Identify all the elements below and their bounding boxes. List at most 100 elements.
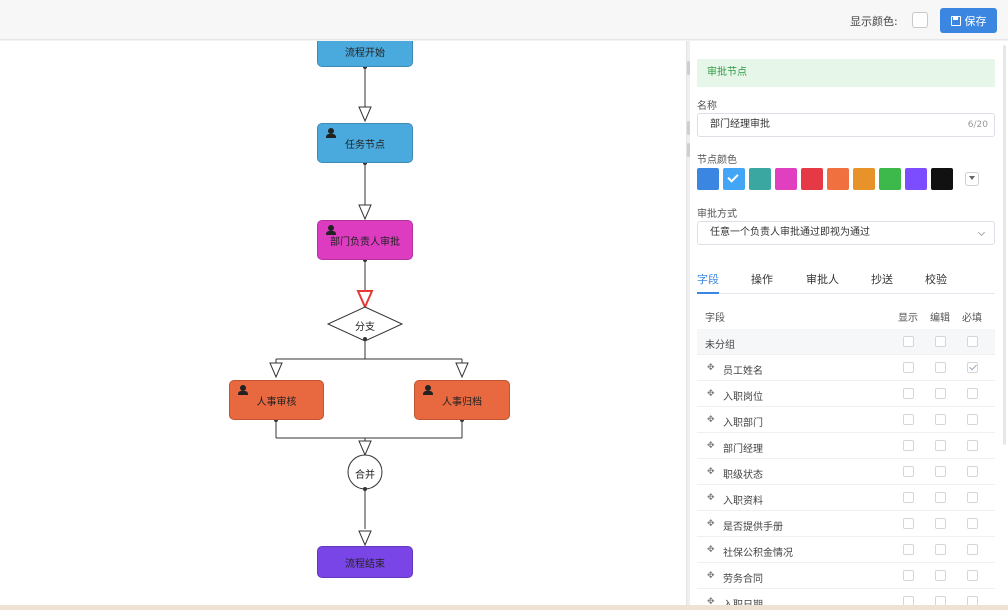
more-colors-button[interactable] <box>965 172 979 186</box>
edit-checkbox[interactable] <box>935 440 946 451</box>
show-checkbox[interactable] <box>903 388 914 399</box>
name-char-count: 6/20 <box>967 120 988 130</box>
edit-checkbox[interactable] <box>935 570 946 581</box>
port-dot <box>363 487 367 491</box>
node-start[interactable]: 流程开始 <box>317 41 413 67</box>
color-swatch[interactable] <box>723 168 745 190</box>
table-row: ✥ 社保公积金情况 <box>697 537 995 563</box>
splitter-grip[interactable] <box>687 61 690 75</box>
merge-label: 合并 <box>355 470 375 481</box>
splitter-grip[interactable] <box>687 143 690 157</box>
required-checkbox[interactable] <box>967 362 978 373</box>
drag-handle-icon[interactable]: ✥ <box>707 493 715 503</box>
edit-checkbox[interactable] <box>935 336 946 347</box>
show-color-checkbox[interactable] <box>912 12 928 28</box>
drag-handle-icon[interactable]: ✥ <box>707 441 715 451</box>
color-swatch[interactable] <box>775 168 797 190</box>
tab-validation[interactable]: 校验 <box>925 273 947 286</box>
edit-checkbox[interactable] <box>935 518 946 529</box>
port-dot <box>363 337 367 341</box>
tab-fields[interactable]: 字段 <box>697 273 719 286</box>
field-label: 入职资料 <box>723 496 763 507</box>
panel-scrollbar[interactable] <box>1003 45 1006 445</box>
required-checkbox[interactable] <box>967 544 978 555</box>
save-icon <box>950 15 961 26</box>
edit-checkbox[interactable] <box>935 414 946 425</box>
splitter-grip[interactable] <box>687 121 690 135</box>
node-dept-head-label: 部门负责人审批 <box>330 236 400 248</box>
node-dept-head[interactable]: 部门负责人审批 <box>317 220 413 260</box>
tab-approvers[interactable]: 审批人 <box>806 273 839 286</box>
required-checkbox[interactable] <box>967 596 978 605</box>
table-row: ✥员工姓名 <box>697 355 995 381</box>
drag-handle-icon[interactable]: ✥ <box>707 571 715 581</box>
table-row: ✥职级状态 <box>697 459 995 485</box>
show-checkbox[interactable] <box>903 414 914 425</box>
user-icon <box>326 128 336 138</box>
show-checkbox[interactable] <box>903 466 914 477</box>
color-swatch[interactable] <box>879 168 901 190</box>
check-icon <box>727 171 739 183</box>
edit-checkbox[interactable] <box>935 596 946 605</box>
approval-mode-select[interactable]: 任意一个负责人审批通过即视为通过 <box>697 221 995 245</box>
show-checkbox[interactable] <box>903 596 914 605</box>
drag-handle-icon[interactable]: ✥ <box>707 597 715 605</box>
required-checkbox[interactable] <box>967 492 978 503</box>
drag-handle-icon[interactable]: ✥ <box>707 519 715 529</box>
node-hr-archive[interactable]: 人事归档 <box>414 380 510 420</box>
col-required: 必填 <box>962 313 982 324</box>
show-checkbox[interactable] <box>903 336 914 347</box>
panel-splitter[interactable] <box>686 41 690 605</box>
required-checkbox[interactable] <box>967 466 978 477</box>
node-hr-review-label: 人事审核 <box>256 396 297 408</box>
drag-handle-icon[interactable]: ✥ <box>707 467 715 477</box>
required-checkbox[interactable] <box>967 440 978 451</box>
show-checkbox[interactable] <box>903 544 914 555</box>
color-swatch[interactable] <box>905 168 927 190</box>
drag-handle-icon[interactable]: ✥ <box>707 389 715 399</box>
color-swatch[interactable] <box>749 168 771 190</box>
fields-table-header: 字段 显示 编辑 必填 <box>697 303 995 327</box>
edit-checkbox[interactable] <box>935 388 946 399</box>
node-end[interactable]: 流程结束 <box>317 546 413 578</box>
required-checkbox[interactable] <box>967 518 978 529</box>
name-input[interactable]: 部门经理审批 6/20 <box>697 113 995 137</box>
edit-checkbox[interactable] <box>935 544 946 555</box>
tab-cc[interactable]: 抄送 <box>871 273 893 286</box>
col-edit: 编辑 <box>930 313 950 324</box>
edit-checkbox[interactable] <box>935 362 946 373</box>
table-row: ✥入职部门 <box>697 407 995 433</box>
drag-handle-icon[interactable]: ✥ <box>707 415 715 425</box>
col-field: 字段 <box>705 313 725 324</box>
property-tabs: 字段 操作 审批人 抄送 校验 <box>697 267 995 294</box>
node-task[interactable]: 任务节点 <box>317 123 413 163</box>
drag-handle-icon[interactable]: ✥ <box>707 363 715 373</box>
field-label: 社保公积金情况 <box>723 548 793 559</box>
field-label: 部门经理 <box>723 444 763 455</box>
required-checkbox[interactable] <box>967 336 978 347</box>
color-swatch[interactable] <box>801 168 823 190</box>
save-button[interactable]: 保存 <box>940 8 997 33</box>
required-checkbox[interactable] <box>967 388 978 399</box>
show-checkbox[interactable] <box>903 570 914 581</box>
edit-checkbox[interactable] <box>935 466 946 477</box>
required-checkbox[interactable] <box>967 570 978 581</box>
color-swatch[interactable] <box>931 168 953 190</box>
color-swatch[interactable] <box>853 168 875 190</box>
flow-canvas[interactable]: 流程开始 任务节点 部门负责人审批 分支 人事审核 人事归档 合并 流程结束 <box>0 41 686 605</box>
show-checkbox[interactable] <box>903 518 914 529</box>
color-swatch[interactable] <box>697 168 719 190</box>
required-checkbox[interactable] <box>967 414 978 425</box>
show-checkbox[interactable] <box>903 362 914 373</box>
arrow-head-dept <box>358 204 372 221</box>
drag-handle-icon[interactable]: ✥ <box>707 545 715 555</box>
show-checkbox[interactable] <box>903 440 914 451</box>
color-swatch[interactable] <box>827 168 849 190</box>
show-checkbox[interactable] <box>903 492 914 503</box>
node-hr-review[interactable]: 人事审核 <box>229 380 324 420</box>
edit-checkbox[interactable] <box>935 492 946 503</box>
name-input-value: 部门经理审批 <box>710 119 770 130</box>
tab-operations[interactable]: 操作 <box>751 273 773 286</box>
chevron-down-icon <box>977 228 986 237</box>
